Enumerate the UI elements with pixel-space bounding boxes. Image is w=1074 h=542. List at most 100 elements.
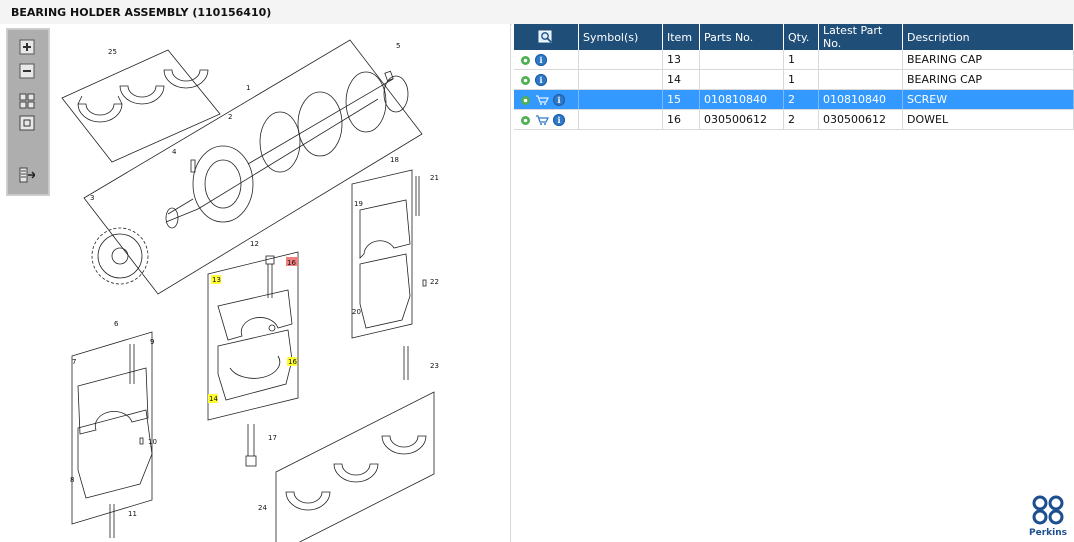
callout-11[interactable]: 11	[128, 510, 137, 518]
callout-13[interactable]: 13	[212, 276, 221, 284]
row-description: SCREW	[902, 89, 1074, 110]
row-actions: i	[514, 69, 579, 90]
callout-1[interactable]: 1	[246, 84, 250, 92]
callout-25[interactable]: 25	[108, 48, 117, 56]
row-latest-part-no: 030500612	[818, 109, 903, 130]
column-parts-no[interactable]: Parts No.	[699, 24, 784, 50]
row-actions: i	[514, 109, 579, 130]
zoom-out-button[interactable]	[19, 63, 35, 79]
row-parts-no: 030500612	[699, 109, 784, 130]
screw-23	[403, 346, 409, 380]
row-latest-part-no: 010810840	[818, 89, 903, 110]
shell-group-frame-24	[275, 391, 435, 542]
row-item: 13	[662, 50, 700, 70]
row-description: BEARING CAP	[902, 50, 1074, 70]
row-symbols	[578, 50, 663, 70]
row-actions: i	[514, 89, 579, 110]
highlight-13[interactable]	[211, 275, 221, 284]
plus-icon	[19, 39, 35, 55]
info-icon[interactable]: i	[553, 114, 565, 126]
column-qty[interactable]: Qty.	[783, 24, 819, 50]
highlight-16[interactable]	[287, 357, 297, 366]
callout-8[interactable]: 8	[70, 476, 74, 484]
callout-10[interactable]: 10	[148, 438, 157, 446]
cart-icon[interactable]	[535, 114, 549, 126]
row-qty: 2	[783, 89, 819, 110]
callout-22[interactable]: 22	[430, 278, 439, 286]
callout-14[interactable]: 14	[209, 395, 218, 403]
table-row[interactable]: i 13 1 BEARING CAP	[514, 50, 1074, 70]
row-qty: 1	[783, 69, 819, 90]
column-search[interactable]	[514, 24, 579, 50]
bearing-cap-frame-18	[351, 169, 413, 339]
zoom-toolbox	[6, 28, 50, 196]
row-parts-no: 010810840	[699, 89, 784, 110]
perkins-logo-icon	[1032, 495, 1064, 525]
table-row-selected[interactable]: i 15 010810840 2 010810840 SCREW	[514, 89, 1074, 110]
column-latest-part-no[interactable]: Latest Part No.	[818, 24, 903, 50]
export-button[interactable]	[19, 167, 35, 183]
callout-16-selected[interactable]: 16	[287, 259, 296, 267]
brand-name: Perkins	[1029, 528, 1067, 538]
dowel-22	[422, 279, 427, 287]
callout-9[interactable]: 9	[150, 338, 154, 346]
gear-3	[91, 227, 149, 285]
zoom-in-button[interactable]	[19, 39, 35, 55]
column-description[interactable]: Description	[902, 24, 1074, 50]
callout-4[interactable]: 4	[172, 148, 177, 156]
bearing-cap-7	[77, 367, 149, 435]
export-icon	[19, 167, 35, 183]
gear-icon[interactable]	[520, 55, 531, 66]
screw-15	[265, 255, 275, 298]
brand-logo: Perkins	[1028, 494, 1068, 538]
parts-table: Symbol(s) Item Parts No. Qty. Latest Par…	[514, 24, 1074, 130]
table-row[interactable]: i 14 1 BEARING CAP	[514, 69, 1074, 90]
column-symbols[interactable]: Symbol(s)	[578, 24, 663, 50]
screw-17	[245, 424, 257, 467]
info-icon[interactable]: i	[535, 54, 547, 66]
row-actions: i	[514, 50, 579, 70]
actual-size-button[interactable]	[19, 115, 35, 131]
callout-7[interactable]: 7	[72, 358, 76, 366]
callout-17[interactable]: 17	[268, 434, 277, 442]
callout-6[interactable]: 6	[114, 320, 119, 328]
crankshaft-frame	[83, 39, 423, 295]
screw-21	[415, 176, 420, 216]
highlight-16-selected[interactable]	[286, 257, 298, 266]
gear-icon[interactable]	[520, 115, 531, 126]
table-header-row: Symbol(s) Item Parts No. Qty. Latest Par…	[514, 24, 1074, 50]
row-symbols	[578, 89, 663, 110]
callout-19[interactable]: 19	[354, 200, 363, 208]
column-item[interactable]: Item	[662, 24, 700, 50]
dowel-4	[190, 159, 196, 173]
fit-view-button[interactable]	[19, 93, 35, 109]
callout-24[interactable]: 24	[258, 504, 267, 512]
row-symbols	[578, 69, 663, 90]
cart-icon[interactable]	[535, 94, 549, 106]
info-icon[interactable]: i	[553, 94, 565, 106]
callout-3[interactable]: 3	[90, 194, 94, 202]
callout-16[interactable]: 16	[288, 358, 297, 366]
callout-18[interactable]: 18	[390, 156, 399, 164]
row-parts-no	[699, 69, 784, 90]
highlight-14[interactable]	[208, 394, 218, 403]
callout-5[interactable]: 5	[396, 42, 400, 50]
search-icon	[538, 30, 552, 43]
dowel-5	[384, 70, 394, 82]
callout-21[interactable]: 21	[430, 174, 439, 182]
gear-icon[interactable]	[520, 95, 531, 106]
callout-12[interactable]: 12	[250, 240, 259, 248]
grid-icon	[19, 93, 35, 109]
title-bar: BEARING HOLDER ASSEMBLY (110156410)	[0, 0, 1074, 25]
callout-20[interactable]: 20	[352, 308, 361, 316]
callout-23[interactable]: 23	[430, 362, 439, 370]
minus-icon	[19, 63, 35, 79]
row-description: DOWEL	[902, 109, 1074, 130]
bearing-cap-14	[217, 329, 293, 401]
table-row[interactable]: i 16 030500612 2 030500612 DOWEL	[514, 109, 1074, 130]
gear-icon[interactable]	[520, 75, 531, 86]
exploded-parts-diagram[interactable]: 25 1 2 3 4 5 6 7 8 9 10 11 12 13 14 16 1…	[48, 24, 508, 542]
callout-2[interactable]: 2	[228, 113, 232, 121]
info-icon[interactable]: i	[535, 74, 547, 86]
screw-9	[129, 344, 135, 384]
